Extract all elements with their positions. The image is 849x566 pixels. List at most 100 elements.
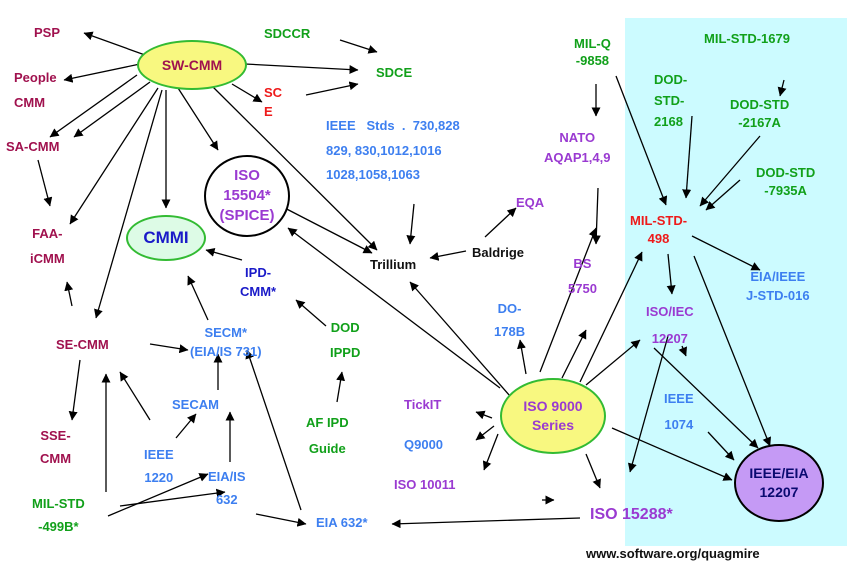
connector-arrow	[585, 453, 601, 489]
connector-arrow	[295, 299, 327, 327]
bs-5750-node: BS 5750	[568, 256, 597, 296]
connector-arrow	[517, 339, 527, 375]
eia-632-node: EIA 632*	[316, 515, 368, 530]
ieee-eia-12207-node: IEEE/EIA 12207	[734, 444, 824, 522]
connector-arrow	[484, 207, 517, 238]
eia-ieee-j016-node: EIA/IEEE J-STD-016	[746, 269, 810, 303]
ieee-1220-node: IEEE 1220	[144, 447, 174, 485]
connector-arrow	[705, 179, 741, 211]
iso-10011-node: ISO 10011	[394, 477, 456, 492]
iso-15504-node: ISO 15504* (SPICE)	[204, 155, 290, 237]
iso-9000-node: ISO 9000 Series	[500, 378, 606, 454]
ieee-1074-node: IEEE 1074	[664, 391, 694, 432]
ieee-stds-node: IEEE Stds . 730,828 829, 830,1012,1016 1…	[326, 118, 460, 183]
sse-cmm-node: SSE- CMM	[40, 428, 72, 467]
connector-arrow	[255, 513, 307, 527]
connector-arrow	[64, 281, 74, 307]
connector-arrow	[585, 339, 641, 386]
connector-arrow	[305, 81, 359, 96]
connector-arrow	[73, 81, 151, 138]
connector-arrow	[37, 159, 53, 207]
connector-arrow	[707, 431, 735, 461]
sdce-node: SDCE	[376, 65, 413, 80]
ieee-eia-12207-label: IEEE/EIA 12207	[749, 465, 809, 500]
mil-std-498-node: MIL-STD- 498	[630, 213, 688, 246]
ipd-cmm-node: IPD- CMM*	[240, 265, 277, 299]
mil-q-9858-node: MIL-Q -9858	[574, 36, 611, 68]
connector-arrow	[653, 347, 759, 449]
cmmi-label: CMMI	[143, 227, 189, 247]
connector-arrow	[175, 413, 197, 439]
dod-std-7935a-node: DOD-STD -7935A	[756, 165, 816, 198]
connector-arrow	[119, 371, 151, 421]
dod-ippd-node: DOD IPPD	[330, 320, 361, 360]
sw-cmm-node: SW-CMM	[137, 40, 247, 90]
connector-arrow	[83, 31, 146, 56]
connector-arrow	[69, 87, 159, 225]
connector-arrow	[68, 359, 81, 421]
connector-arrow	[406, 203, 416, 245]
connector-arrow	[691, 235, 761, 271]
connector-arrow	[244, 63, 359, 75]
q9000-node: Q9000	[404, 437, 444, 452]
connector-arrow	[391, 517, 581, 529]
mil-std-499b-node: MIL-STD -499B*	[32, 496, 85, 534]
connector-arrow	[475, 425, 495, 441]
connector-arrow	[177, 87, 219, 151]
connector-arrow	[699, 135, 761, 207]
iso-15288-node: ISO 15288*	[590, 506, 673, 523]
connector-arrow	[274, 202, 373, 254]
connector-arrow	[429, 250, 467, 261]
secam-node: SECAM	[172, 397, 219, 412]
sce-node: SC E	[264, 85, 283, 119]
connector-arrow	[245, 349, 302, 511]
baldrige-node: Baldrige	[472, 245, 525, 260]
se-cmm-node: SE-CMM	[56, 337, 109, 352]
connector-arrow	[682, 115, 693, 199]
connector-arrow	[49, 74, 138, 138]
mil-std-1679-node: MIL-STD-1679	[704, 31, 790, 46]
iso-9000-label: ISO 9000 Series	[523, 398, 583, 433]
sdccr-node: SDCCR	[264, 26, 311, 41]
connector-arrow	[475, 410, 493, 420]
iso-iec-12207-node: ISO/IEC 12207	[646, 304, 694, 347]
trillium-node: Trillium	[370, 257, 417, 272]
connector-arrow	[693, 255, 772, 447]
connector-arrow	[336, 371, 346, 403]
connector-arrow	[287, 227, 501, 389]
connector-arrow	[187, 275, 209, 321]
eqa-node: EQA	[516, 195, 545, 210]
cmmi-node: CMMI	[126, 215, 206, 261]
nato-aqap-node: NATO AQAP1,4,9	[544, 130, 611, 165]
eia-is-632-node: EIA/IS 632	[208, 469, 246, 507]
connector-arrow	[339, 39, 378, 54]
psp-node: PSP	[34, 25, 61, 40]
connector-arrow	[666, 253, 676, 295]
dod-std-2167a-node: DOD-STD -2167A	[730, 97, 790, 130]
connector-arrow	[678, 345, 688, 357]
tickit-node: TickIT	[404, 397, 442, 412]
connector-arrow	[591, 187, 601, 245]
do-178b-node: DO- 178B	[494, 301, 526, 339]
dod-std-2168-node: DOD- STD- 2168	[654, 72, 688, 129]
faa-icmm-node: FAA- iCMM	[30, 226, 65, 266]
connector-arrow	[149, 343, 189, 354]
sa-cmm-node: SA-CMM	[6, 139, 60, 154]
connector-arrow	[615, 75, 668, 206]
connector-arrow	[561, 329, 587, 379]
secm-node: SECM* (EIA/IS 731)	[190, 325, 262, 359]
connector-arrow	[94, 89, 163, 319]
connector-arrow	[211, 85, 378, 251]
source-url: www.software.org/quagmire	[586, 546, 760, 561]
connector-arrow	[777, 79, 787, 97]
sw-cmm-label: SW-CMM	[161, 56, 223, 73]
af-ipd-guide-node: AF IPD Guide	[306, 415, 349, 456]
connector-arrow	[63, 63, 141, 83]
connector-arrow	[579, 251, 643, 383]
connector-arrow	[409, 281, 511, 397]
connector-arrow	[205, 247, 243, 261]
connector-arrow	[231, 83, 263, 103]
connector-arrow	[627, 335, 669, 473]
